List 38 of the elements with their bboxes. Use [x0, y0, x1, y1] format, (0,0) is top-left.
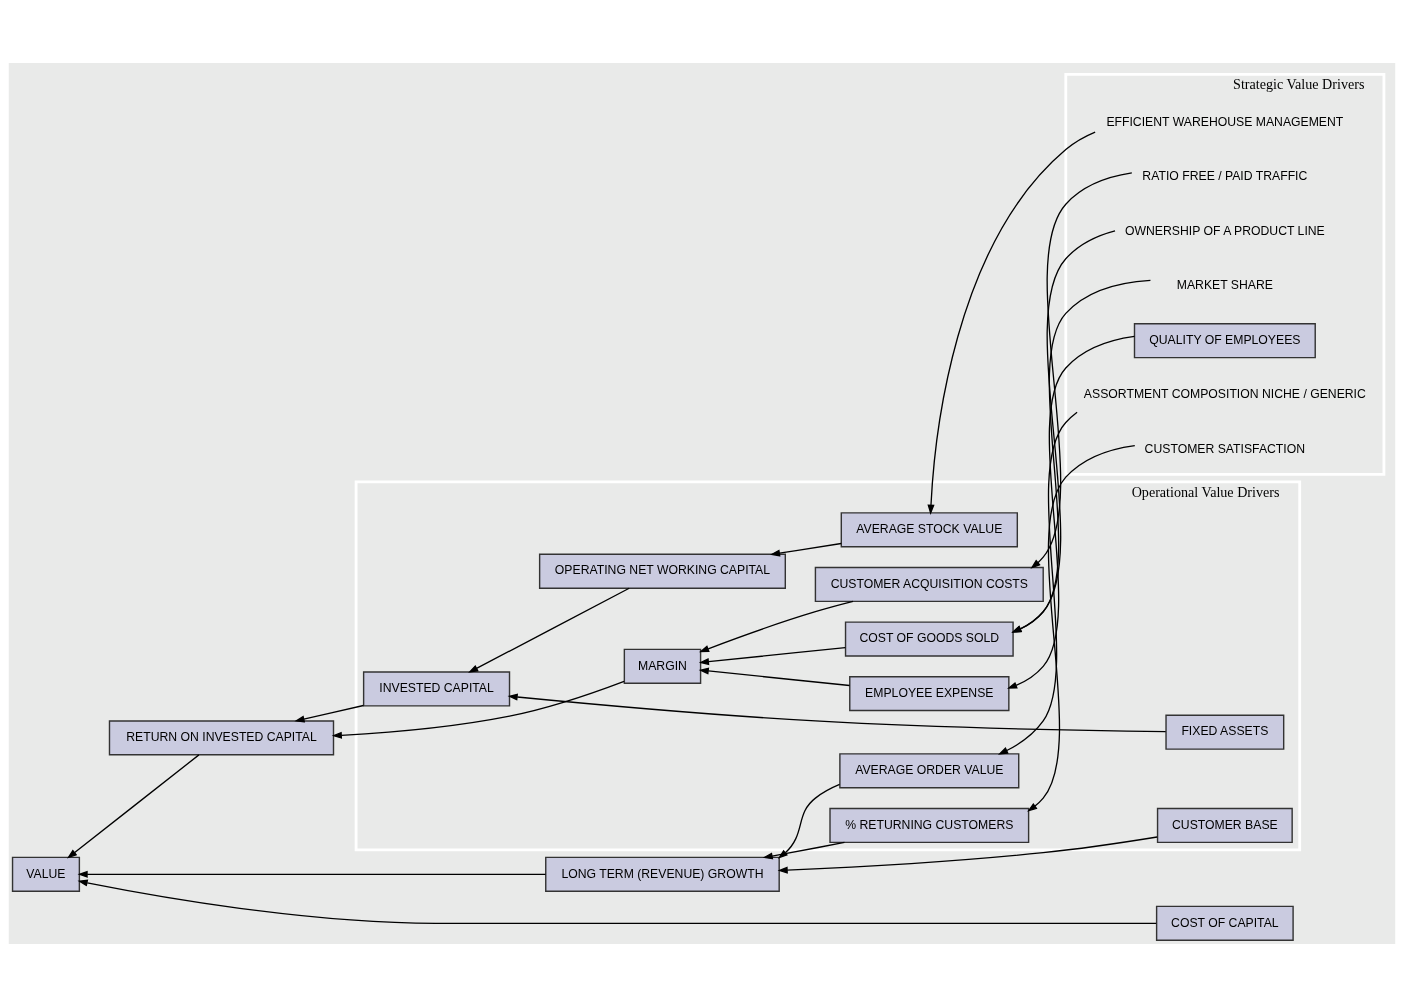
node-box: CUSTOMER ACQUISITION COSTS	[814, 566, 1044, 602]
arrow	[294, 704, 365, 723]
node-box: % RETURNING CUSTOMERS	[829, 807, 1030, 843]
arrow	[698, 600, 854, 652]
arrow	[769, 542, 842, 557]
node-box: INVESTED CAPITAL	[362, 670, 511, 707]
arrow	[468, 587, 630, 673]
node-box: RETURN ON INVESTED CAPITAL	[108, 719, 335, 755]
arrow	[331, 680, 625, 739]
arrow	[507, 693, 1167, 732]
node-text: ASSORTMENT COMPOSITION NICHE / GENERIC	[1083, 386, 1366, 401]
node-box: LONG TERM (REVENUE) GROWTH	[545, 856, 780, 892]
arrow	[927, 131, 1096, 515]
node-box: AVERAGE STOCK VALUE	[840, 511, 1019, 547]
node-text: EFFICIENT WAREHOUSE MANAGEMENT	[1106, 114, 1344, 128]
node-box: MARGIN	[623, 648, 702, 684]
node-box: EMPLOYEE EXPENSE	[849, 675, 1010, 711]
arrow	[66, 753, 200, 859]
arrow	[1027, 444, 1136, 812]
arrow	[1030, 171, 1133, 569]
node-text: RATIO FREE / PAID TRAFFIC	[1142, 168, 1308, 183]
node-text: OWNERSHIP OF A PRODUCT LINE	[1124, 223, 1325, 238]
node-text: MARKET SHARE	[1176, 277, 1273, 292]
arrow	[997, 411, 1078, 755]
node-box: AVERAGE ORDER VALUE	[839, 752, 1020, 788]
node-box: FIXED ASSETS	[1165, 714, 1285, 750]
arrow	[77, 870, 547, 878]
node-box: COST OF GOODS SOLD	[844, 620, 1014, 657]
node-text: CUSTOMER SATISFACTION	[1144, 441, 1306, 456]
node-box: COST OF CAPITAL	[1155, 905, 1294, 941]
node-box: QUALITY OF EMPLOYEES	[1133, 322, 1316, 358]
arrow	[698, 666, 851, 686]
arrow	[698, 646, 846, 665]
arrow	[1007, 335, 1136, 689]
node-box: VALUE	[11, 856, 81, 892]
arrow	[77, 878, 1157, 924]
node-box: OPERATING NET WORKING CAPITAL	[538, 553, 786, 589]
node-box: CUSTOMER BASE	[1156, 807, 1293, 843]
